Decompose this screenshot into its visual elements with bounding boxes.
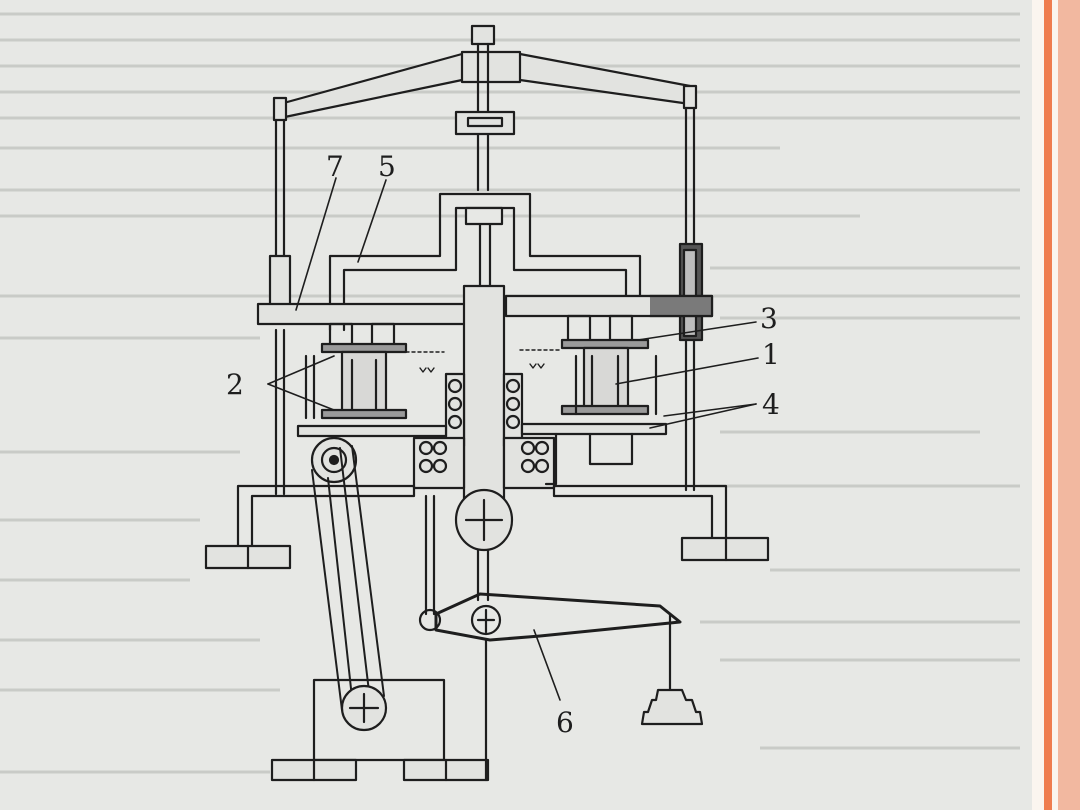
rotating-table-4 [296, 422, 668, 486]
right-specimen-holder [560, 314, 658, 416]
leader-lines [267, 177, 759, 701]
base-frame [204, 484, 770, 570]
main-shaft [462, 284, 506, 602]
central-spindle [454, 42, 516, 292]
liquid-level [393, 349, 561, 373]
callout-2: 2 [226, 368, 244, 401]
rotor-housing-5 [328, 192, 642, 332]
belt-drive [310, 436, 388, 732]
callout-3: 3 [760, 302, 778, 335]
callout-labels: 7 5 3 1 2 4 6 [226, 150, 780, 739]
callout-7: 7 [326, 150, 344, 183]
motor-stand [270, 638, 490, 782]
mechanism-drawing: 7 5 3 1 2 4 6 [0, 12, 1020, 782]
left-hanger-rod [268, 118, 292, 496]
callout-4: 4 [762, 388, 780, 421]
callout-5: 5 [378, 150, 396, 183]
balance-beam [272, 24, 698, 122]
left-specimen-holder [304, 322, 408, 420]
horizontal-arm-7 [256, 294, 714, 326]
accent-bar-light [1058, 0, 1080, 810]
main-pulley [454, 488, 514, 552]
accent-bar-dark [1044, 0, 1052, 810]
callout-1: 1 [762, 338, 780, 371]
accent-bar-gap [1052, 0, 1058, 810]
scanned-page: 7 5 3 1 2 4 6 [0, 0, 1032, 810]
callout-6: 6 [556, 706, 574, 739]
bearing-stack [412, 372, 556, 490]
lever-arm-6 [418, 494, 704, 726]
